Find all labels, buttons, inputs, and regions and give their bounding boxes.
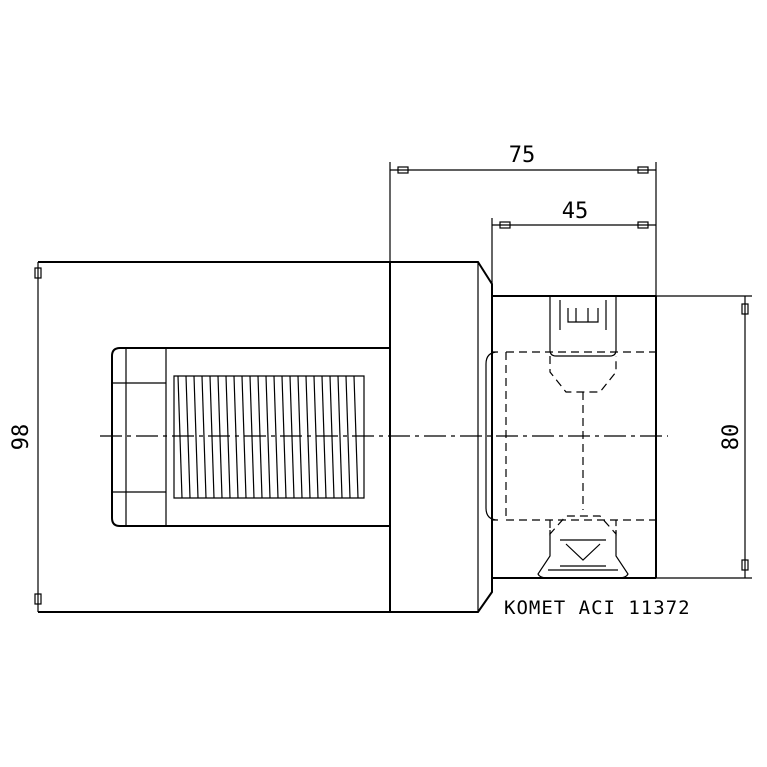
- dimension-label-98: 98: [9, 424, 34, 451]
- dimension-80: 80: [656, 295, 752, 579]
- thread-line: [209, 375, 215, 499]
- thread-zone: [173, 375, 365, 499]
- head-outline: [485, 295, 657, 579]
- thread-line: [281, 375, 287, 499]
- thread-line: [185, 375, 191, 499]
- dimension-label-80: 80: [719, 424, 744, 451]
- thread-line: [217, 375, 223, 499]
- thread-line: [177, 375, 183, 499]
- part-caption: KOMET ACI 11372: [504, 597, 691, 619]
- thread-line: [249, 375, 255, 499]
- dimension-98: 98: [9, 262, 42, 612]
- body-outline: [38, 261, 493, 613]
- thread-line: [329, 375, 335, 499]
- thread-line: [345, 375, 351, 499]
- thread-line: [201, 375, 207, 499]
- dimension-75: 75: [389, 143, 657, 296]
- thread-line: [241, 375, 247, 499]
- dimension-label-45: 45: [562, 199, 589, 224]
- thread-line: [289, 375, 295, 499]
- thread-line: [225, 375, 231, 499]
- thread-line: [273, 375, 279, 499]
- thread-lines: [173, 375, 365, 499]
- top-clamp-screw: [549, 296, 617, 510]
- bottom-clamp-screw: [537, 515, 629, 579]
- thread-line: [321, 375, 327, 499]
- thread-line: [193, 375, 199, 499]
- thread-line: [313, 375, 319, 499]
- dimension-45: 45: [491, 199, 656, 284]
- thread-line: [297, 375, 303, 499]
- thread-line: [265, 375, 271, 499]
- dimension-label-75: 75: [509, 143, 536, 168]
- thread-line: [337, 375, 343, 499]
- thread-line: [257, 375, 263, 499]
- thread-line: [353, 375, 359, 499]
- thread-line: [305, 375, 311, 499]
- thread-line: [233, 375, 239, 499]
- threaded-shank: [111, 347, 390, 527]
